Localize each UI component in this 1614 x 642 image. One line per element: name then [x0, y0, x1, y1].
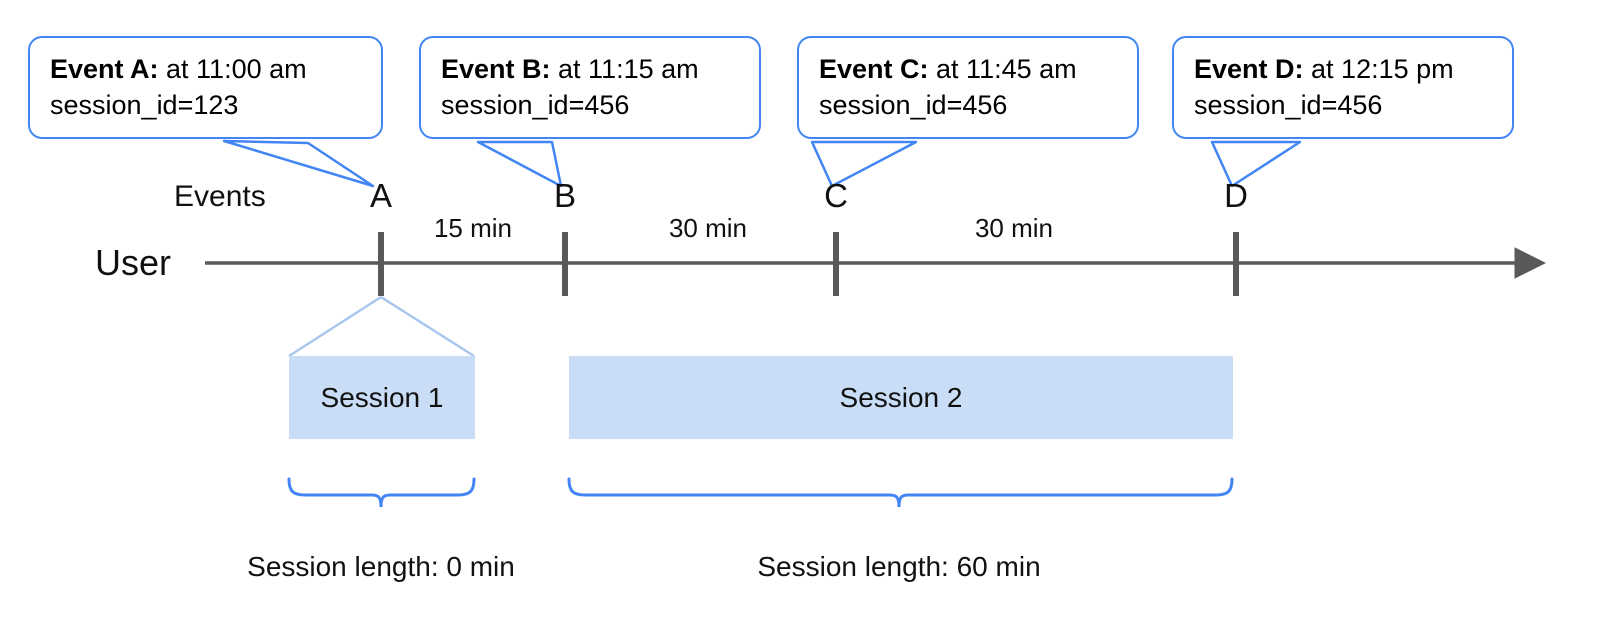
session-1-length-caption: Session length: 0 min [247, 551, 515, 582]
tick-letter-b: B [553, 177, 577, 214]
callout-tail-b [476, 140, 563, 188]
session-bar-1[interactable]: Session 1 [289, 356, 475, 439]
callout-event-c[interactable]: Event C: at 11:45 am session_id=456 [797, 36, 1139, 140]
callout-c-label: Event C: [819, 54, 929, 84]
session-bar-2-label: Session 2 [839, 381, 963, 413]
callout-event-b[interactable]: Event B: at 11:15 am session_id=456 [419, 36, 761, 140]
session1-brace [287, 477, 476, 508]
session1-funnel [288, 295, 475, 358]
session-2-length-caption: Session length: 60 min [757, 551, 1041, 582]
row-label-user: User [95, 242, 172, 283]
gap-label-b-c: 30 min [668, 213, 748, 243]
callout-a-time: at 11:00 am [158, 54, 307, 84]
row-label-events: Events [174, 180, 266, 213]
callout-c-session-id: session_id=456 [819, 89, 1008, 120]
callout-tail-a [222, 139, 375, 188]
tick-letter-d: D [1224, 177, 1248, 214]
callout-b-label: Event B: [441, 54, 551, 84]
callout-tail-d [1210, 140, 1302, 188]
tick-letter-c: C [824, 177, 848, 214]
callout-tail-c [810, 140, 918, 188]
callout-a-session-id: session_id=123 [50, 89, 239, 120]
callout-d-label: Event D: [1194, 54, 1304, 84]
callout-c-time: at 11:45 am [928, 54, 1077, 84]
callout-a-label: Event A: [50, 54, 159, 84]
callout-d-session-id: session_id=456 [1194, 89, 1383, 120]
tick-letter-a: A [369, 177, 393, 214]
callout-event-d[interactable]: Event D: at 12:15 pm session_id=456 [1172, 36, 1514, 140]
session-bar-1-label: Session 1 [320, 381, 444, 413]
callout-d-time: at 12:15 pm [1303, 54, 1454, 84]
session2-brace [567, 477, 1234, 508]
callout-event-a[interactable]: Event A: at 11:00 am session_id=123 [28, 36, 383, 140]
callout-b-session-id: session_id=456 [441, 89, 630, 120]
gap-label-a-b: 15 min [433, 213, 513, 243]
callout-b-time: at 11:15 am [550, 54, 699, 84]
session-bar-2[interactable]: Session 2 [569, 356, 1233, 439]
gap-label-c-d: 30 min [974, 213, 1054, 243]
